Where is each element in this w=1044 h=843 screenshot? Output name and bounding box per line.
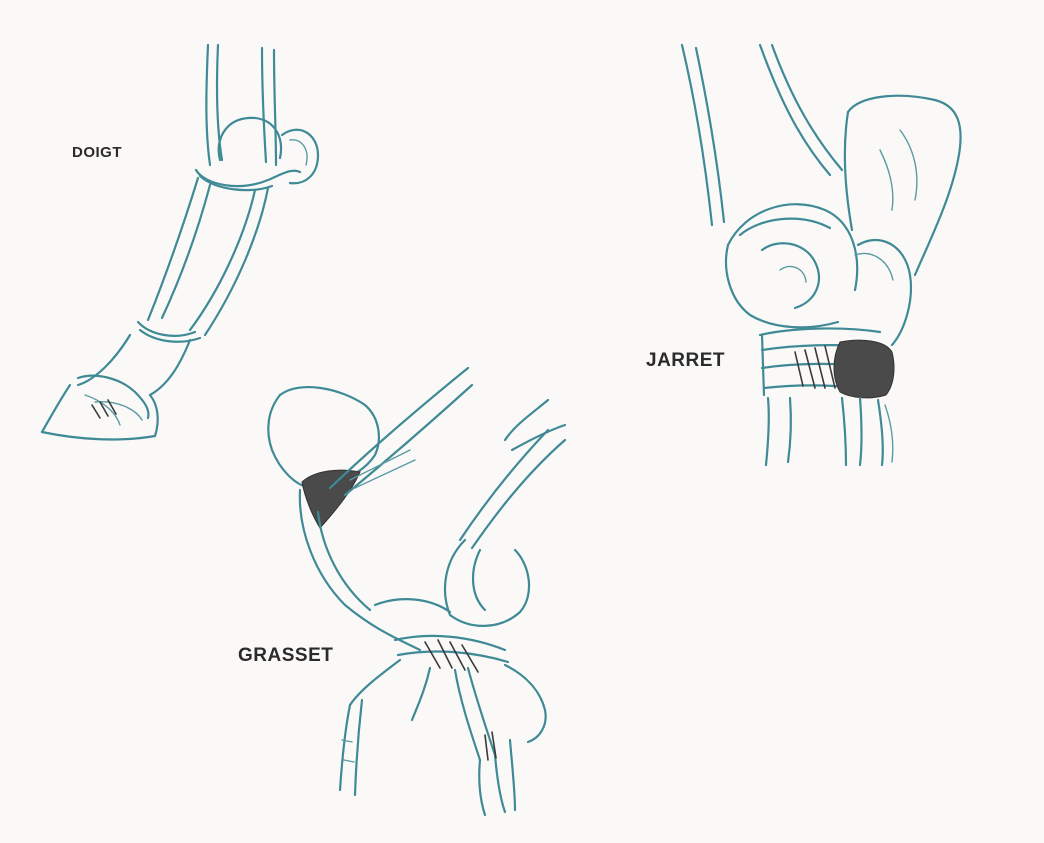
jarret-cannon-4 [860, 398, 862, 465]
grasset-joint-line-2 [398, 651, 508, 662]
doigt-cannon-line-1 [206, 45, 210, 165]
doigt-cannon-line-4 [274, 50, 276, 165]
grasset-condyle [445, 540, 529, 626]
jarret-cannon-6 [885, 405, 893, 462]
grasset-tibia-low-2 [495, 755, 505, 812]
jarret-calcaneus-front [845, 112, 852, 230]
grasset-tendon-2 [355, 460, 415, 488]
grasset-condyle-inner [473, 550, 485, 610]
jarret-talus-inner [780, 266, 806, 282]
doigt-cannon-line-3 [262, 48, 266, 162]
jarret-cannon-5 [878, 400, 883, 465]
jarret-talus-top [728, 204, 857, 290]
grasset-tendon-1 [350, 450, 410, 480]
jarret-calcaneus-back [848, 96, 961, 275]
grasset-tibia-left-1 [350, 660, 400, 705]
jarret-tibia-4 [772, 45, 842, 170]
jarret-talus-ridge [740, 219, 830, 235]
jarret-tarsal-back-inner [855, 254, 893, 280]
grasset-femur-line-2 [345, 385, 472, 495]
doigt-fetlock-condyle [219, 118, 281, 160]
grasset-drawing [268, 368, 565, 815]
grasset-tibia-low-1 [479, 760, 485, 815]
grasset-condyle-front [375, 599, 450, 612]
grasset-right-diag-2 [472, 440, 565, 548]
doigt-pastern-front-2 [162, 185, 210, 318]
grasset-fibula-1 [412, 668, 430, 720]
grasset-right-diag-1 [460, 430, 548, 540]
label-grasset: GRASSET [238, 645, 333, 667]
doigt-sesamoid-inner [290, 140, 307, 165]
grasset-tibia-right [505, 665, 546, 742]
label-doigt: DOIGT [72, 144, 122, 161]
jarret-calcaneus-inner-2 [880, 150, 893, 210]
jarret-calcaneus-inner [900, 130, 917, 200]
grasset-tibia-mid-1 [455, 670, 480, 760]
jarret-tibia-1 [682, 45, 712, 225]
doigt-hoof-heel [150, 395, 158, 436]
jarret-hatching [795, 346, 835, 388]
grasset-tibia-mid-2 [468, 668, 495, 755]
grasset-hatching [425, 640, 478, 672]
grasset-tibia-left-2 [340, 705, 350, 790]
label-jarret: JARRET [646, 350, 725, 372]
jarret-shaded-area [834, 340, 894, 398]
jarret-talus-body [726, 245, 838, 327]
grasset-tibia-left-3 [355, 700, 362, 795]
jarret-cannon-1 [766, 398, 769, 465]
jarret-cannon-2 [788, 398, 791, 462]
jarret-tarsal-front [762, 335, 764, 395]
jarret-cannon-3 [842, 398, 846, 465]
jarret-drawing [682, 45, 961, 465]
doigt-pastern-back-2 [205, 188, 268, 335]
doigt-sesamoid [282, 130, 318, 183]
grasset-tibia-low-3 [510, 740, 515, 810]
jarret-talus-trochlea [762, 243, 819, 308]
doigt-drawing [42, 45, 318, 439]
jarret-tarsal-row-1 [760, 328, 880, 335]
jarret-tibia-3 [760, 45, 830, 175]
grasset-femur-line-1 [330, 368, 468, 488]
grasset-patella-side [268, 395, 310, 488]
grasset-femur-curve-inner [318, 512, 370, 610]
grasset-patella-top [280, 387, 379, 480]
doigt-hoof-front [42, 385, 70, 432]
doigt-coffin-inner [85, 395, 120, 425]
doigt-hoof-sole [42, 432, 155, 439]
doigt-coronet-back [150, 340, 190, 395]
